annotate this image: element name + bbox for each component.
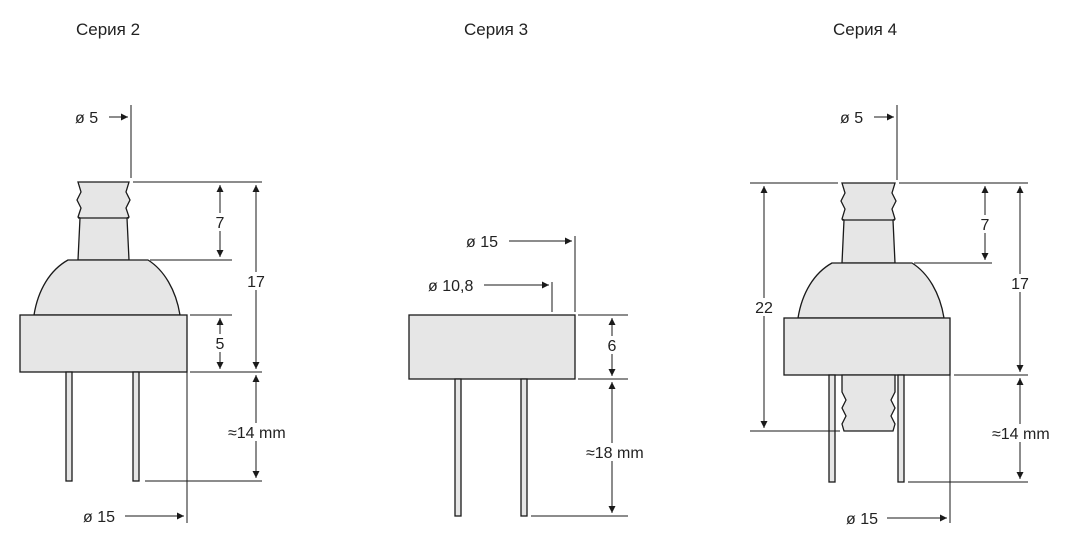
series-4-pin	[828, 374, 836, 483]
series-3-body	[408, 314, 576, 380]
series-4-dim-22: 22	[755, 300, 773, 317]
series-2-drawing	[19, 181, 188, 482]
series-4-pin	[897, 374, 905, 483]
series-3-pin-length: ≈18 mm	[586, 445, 644, 462]
series-3-outer-diameter: ø 15	[466, 234, 498, 251]
series-2-dim-17: 17	[247, 274, 265, 291]
series-2-pin	[132, 371, 140, 482]
series-2-nozzle	[76, 181, 131, 261]
series-4-body	[783, 317, 951, 376]
series-2-dim-7: 7	[216, 215, 225, 232]
series-3-dimensions	[484, 236, 628, 517]
series-4-drawing	[783, 182, 951, 483]
series-3-pin	[454, 378, 462, 517]
series-2-body-diameter: ø 15	[83, 509, 115, 526]
series-4-dome	[797, 262, 945, 319]
series-2-pin-length: ≈14 mm	[228, 425, 286, 442]
series-4-dim-17: 17	[1011, 276, 1029, 293]
series-3-drawing	[408, 314, 576, 517]
series-3-pin	[520, 378, 528, 517]
series-3-inner-diameter: ø 10,8	[428, 278, 473, 295]
series-2-dim-5: 5	[216, 336, 225, 353]
series-4-body-diameter: ø 15	[846, 511, 878, 528]
series-2-tip-diameter: ø 5	[75, 110, 98, 127]
series-4-title: Серия 4	[833, 20, 898, 39]
series-3-dim-6: 6	[608, 338, 617, 355]
series-3-title: Серия 3	[464, 20, 529, 39]
series-2-title: Серия 2	[76, 20, 141, 39]
series-2-pin	[65, 371, 73, 482]
series-4-tip-diameter: ø 5	[840, 110, 863, 127]
series-2-dome	[33, 259, 181, 316]
series-2-body	[19, 314, 188, 373]
series-4-nozzle	[840, 182, 897, 264]
series-4-lower-nozzle	[841, 374, 896, 432]
series-4-pin-length: ≈14 mm	[992, 426, 1050, 443]
series-4-dim-7: 7	[981, 217, 990, 234]
